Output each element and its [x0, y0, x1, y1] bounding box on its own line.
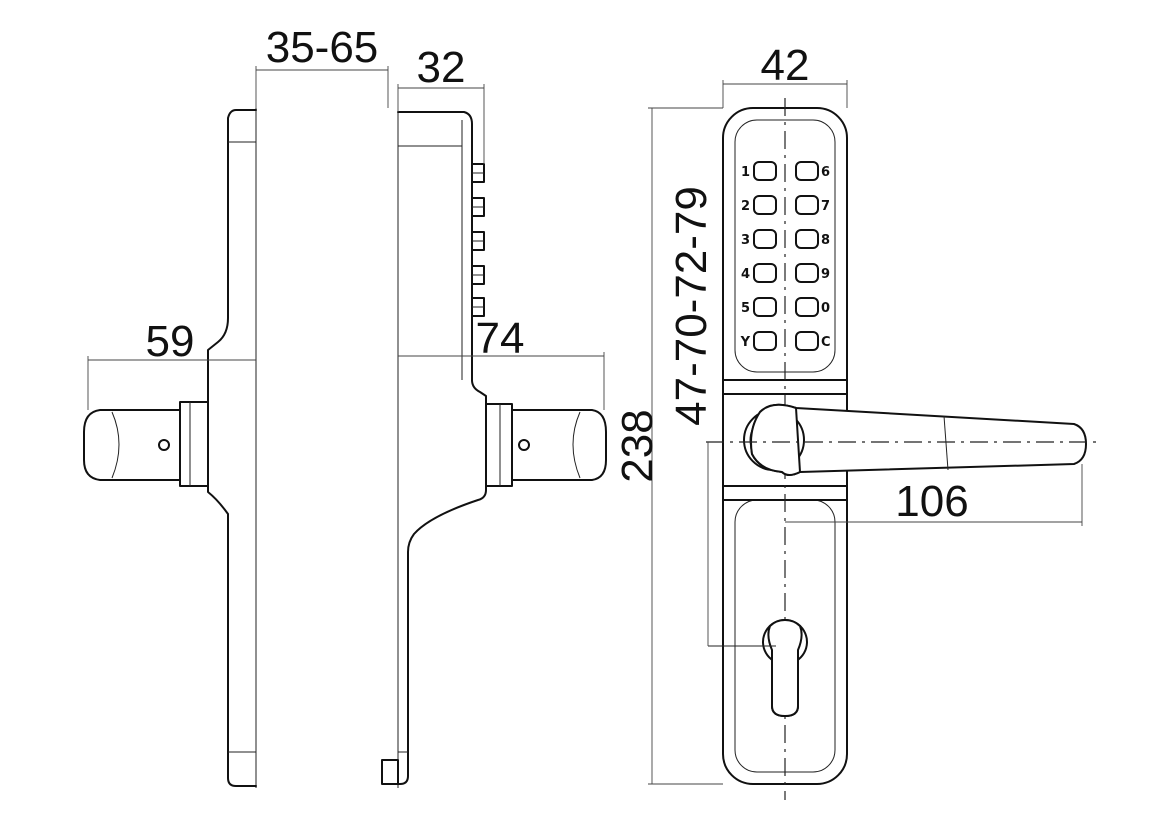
outer-knob-screw [518, 439, 530, 451]
dim-lever-length: 106 [895, 477, 968, 526]
key-6[interactable] [795, 161, 819, 181]
dim-inner-knob-projection: 59 [146, 317, 195, 366]
outer-knob [511, 409, 607, 481]
key-8[interactable] [795, 229, 819, 249]
key-1[interactable] [753, 161, 777, 181]
key-5[interactable] [753, 297, 777, 317]
inner-knob [83, 409, 181, 481]
key-label-2: 2 [741, 199, 750, 214]
key-label-8: 8 [821, 233, 830, 248]
outer-side-view [381, 111, 607, 788]
inner-knob-screw [158, 439, 170, 451]
outer-rose [485, 403, 513, 487]
key-label-7: 7 [821, 199, 830, 214]
key-label-y: Y [740, 335, 751, 350]
keypad: 1 2 3 4 5 Y 6 7 8 9 0 C [740, 161, 831, 351]
key-4[interactable] [753, 263, 777, 283]
dimension-labels: 35-65 32 59 74 42 47-70-72-79 238 106 [146, 23, 969, 526]
inner-side-view [83, 108, 257, 788]
key-y[interactable] [753, 331, 777, 351]
key-9[interactable] [795, 263, 819, 283]
key-3[interactable] [753, 229, 777, 249]
key-label-1: 1 [741, 165, 750, 180]
key-c[interactable] [795, 331, 819, 351]
key-2[interactable] [753, 195, 777, 215]
dim-outer-knob-projection: 74 [476, 314, 525, 363]
dim-plate-width: 42 [761, 41, 810, 90]
keypad-buttons-side [471, 163, 485, 317]
dim-keypad-depth: 32 [417, 43, 466, 92]
lever-handle[interactable] [750, 403, 1087, 476]
dim-plate-height: 238 [613, 409, 662, 482]
front-view: 1 2 3 4 5 Y 6 7 8 9 0 C [706, 98, 1100, 800]
key-label-5: 5 [741, 301, 750, 316]
key-label-9: 9 [821, 267, 830, 282]
dim-door-thickness: 35-65 [266, 23, 379, 72]
key-label-4: 4 [741, 267, 750, 282]
bottom-tab [381, 759, 399, 785]
key-label-0: 0 [821, 301, 830, 316]
key-0[interactable] [795, 297, 819, 317]
key-label-6: 6 [821, 165, 830, 180]
dim-spindle-to-cylinder: 47-70-72-79 [667, 186, 716, 426]
key-label-3: 3 [741, 233, 750, 248]
inner-plate-outline [207, 109, 257, 787]
key-label-c: C [821, 335, 831, 350]
inner-rose [179, 401, 209, 487]
dimension-lines [87, 66, 1083, 785]
key-7[interactable] [795, 195, 819, 215]
